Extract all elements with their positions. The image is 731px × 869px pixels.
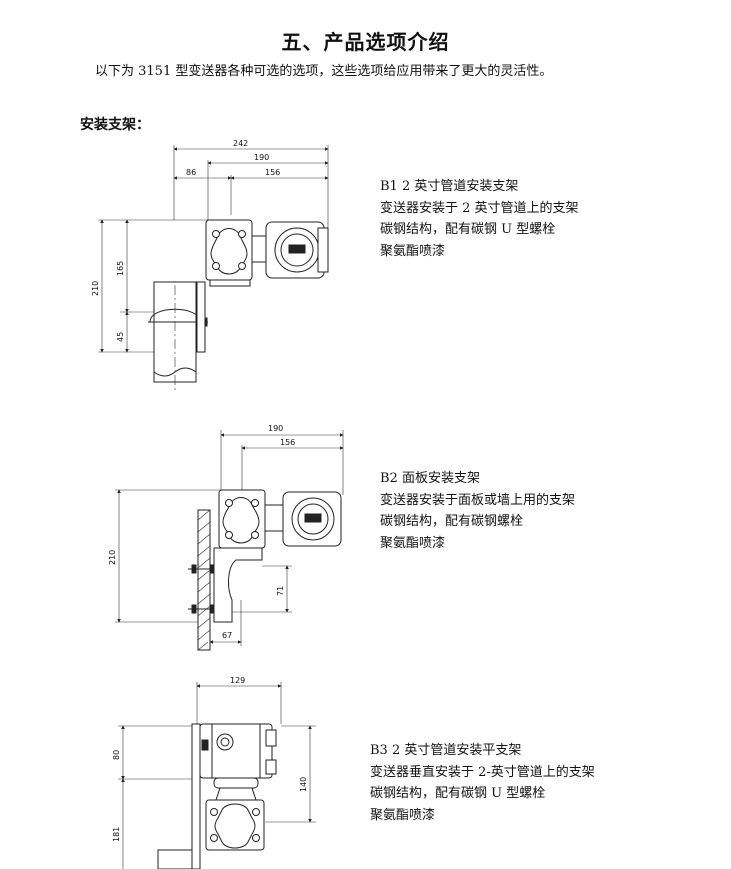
option-b3-line: 聚氨酯喷漆 [370,807,436,823]
b2-dim-190: 190 [268,424,283,433]
b1-dim-242: 242 [233,139,248,148]
b2-dim-210: 210 [108,550,117,565]
b1-dim-156: 156 [265,168,280,177]
intro-paragraph: 以下为 3151 型变送器各种可选的选项，这些选项给应用带来了更大的灵活性。 [95,64,553,79]
option-b3-line: 变送器垂直安装于 2-英寸管道上的支架 [370,764,595,780]
b1-dim-45: 45 [116,332,125,342]
b2-dim-67: 67 [222,631,232,640]
option-b1-line: 聚氨酯喷漆 [380,243,446,259]
b1-dim-165: 165 [116,261,125,276]
b3-bracket-drawing: 129 80 181 140 [112,676,316,869]
option-b2-line: 碳钢结构，配有碳钢螺栓 [380,514,524,529]
option-b3-heading: B3 2 英寸管道安装平支架 [370,743,522,758]
option-b1-description: B1 2 英寸管道安装支架 变送器安装于 2 英寸管道上的支架 碳钢结构，配有碳… [380,176,579,262]
b2-dim-71: 71 [276,586,285,596]
option-b3-description: B3 2 英寸管道安装平支架 变送器垂直安装于 2-英寸管道上的支架 碳钢结构，… [370,740,595,826]
b1-dim-210: 210 [91,281,100,296]
b1-dim-86: 86 [186,168,196,177]
option-b3-line: 碳钢结构，配有碳钢 U 型螺栓 [370,786,546,801]
option-b1-line: 变送器安装于 2 英寸管道上的支架 [380,200,579,216]
option-b2-line: 变送器安装于面板或墙上用的支架 [380,492,576,508]
b3-dim-140: 140 [299,777,308,792]
page-title: 五、产品选项介绍 [281,30,450,54]
b3-dim-129: 129 [230,676,245,685]
b3-dim-80: 80 [112,750,121,760]
option-b1-line: 碳钢结构，配有碳钢 U 型螺栓 [380,222,556,237]
b1-bracket-drawing: 242 190 86 156 210 165 45 [91,139,329,392]
option-b2-description: B2 面板安装支架 变送器安装于面板或墙上用的支架 碳钢结构，配有碳钢螺栓 聚氨… [380,468,575,554]
option-b2-heading: B2 面板安装支架 [380,471,480,486]
option-b2-line: 聚氨酯喷漆 [380,535,446,551]
section-label-mounting-brackets: 安装支架： [80,117,150,133]
b3-dim-181: 181 [112,827,121,842]
option-b1-heading: B1 2 英寸管道安装支架 [380,179,519,194]
b1-dim-190: 190 [254,153,269,162]
b2-bracket-drawing: 190 156 210 71 67 [108,424,344,651]
b2-dim-156: 156 [280,438,295,447]
